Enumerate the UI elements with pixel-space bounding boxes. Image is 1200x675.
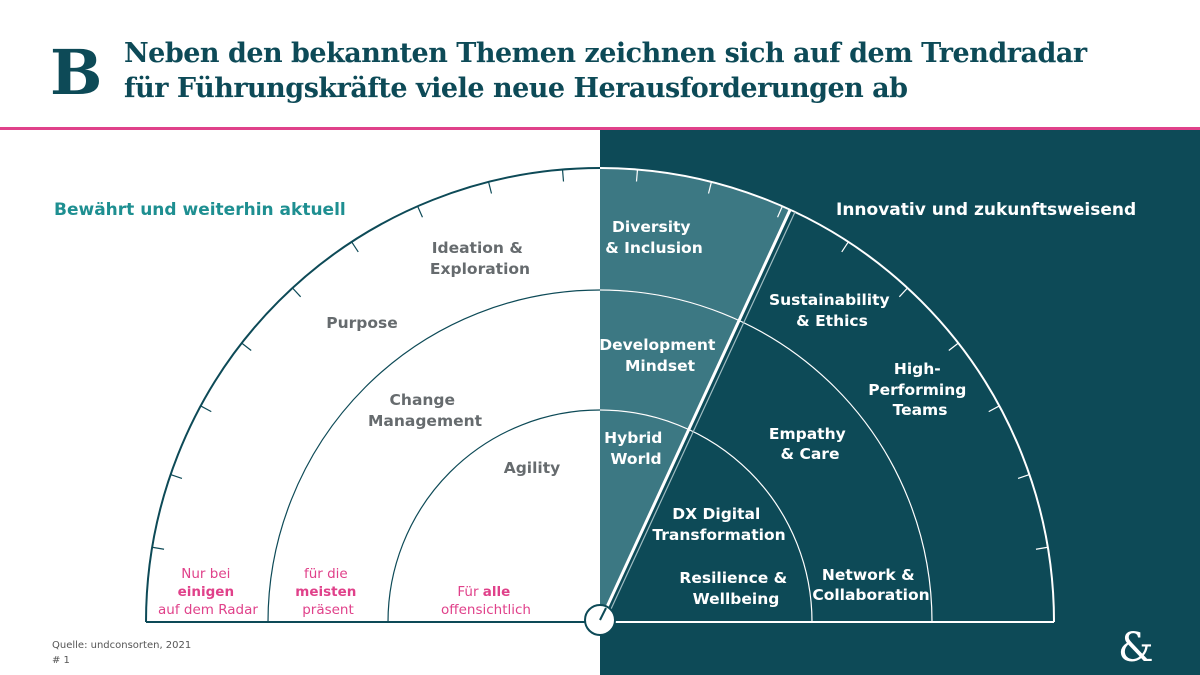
section-label-innovative: Innovativ und zukunftsweisend: [836, 200, 1137, 220]
radar-tick: [292, 287, 302, 298]
topic-empathy: Empathy & Care: [769, 425, 851, 463]
ring-arc-inner-right: [599, 409, 813, 623]
radar-tick: [635, 169, 639, 182]
topic-ideation: Ideation & Exploration: [430, 239, 530, 278]
source-note: Quelle: undconsorten, 2021: [52, 640, 192, 651]
hybrid-sector: [600, 168, 790, 622]
radar-tick: [1035, 546, 1048, 550]
ring-legend-meisten: für die meisten präsent: [295, 566, 360, 618]
topic-dx-digital-transformation: DX Digital Transformation: [652, 505, 785, 544]
radar-tick: [241, 342, 252, 351]
topic-resilience: Resilience & Wellbeing: [679, 569, 792, 608]
radar-tick: [1017, 474, 1030, 480]
radar-tick: [170, 474, 183, 480]
topic-change-management: Change Management: [368, 391, 483, 430]
ring-legend-alle: Für alle offensichtlich: [441, 584, 531, 618]
topic-purpose: Purpose: [326, 314, 398, 332]
radar-ticks: [152, 169, 1048, 550]
radar-divider-shadow: [604, 211, 796, 623]
radar-tick: [898, 287, 908, 298]
page-number: # 1: [52, 655, 70, 666]
topic-development-mindset: Development Mindset: [599, 336, 721, 375]
page-title: Neben den bekannten Themen zeichnen sich…: [124, 36, 1184, 106]
radar-tick: [707, 181, 713, 194]
brand-mark: &: [1118, 625, 1154, 671]
topic-hybrid-world: Hybrid World: [604, 429, 668, 468]
logo-letter: B: [50, 36, 103, 109]
header-divider: [0, 127, 1200, 130]
title-line-1: Neben den bekannten Themen zeichnen sich…: [124, 38, 1087, 69]
header: B Neben den bekannten Themen zeichnen si…: [0, 0, 1200, 130]
radar-tick: [776, 205, 783, 218]
section-label-established: Bewährt und weiterhin aktuell: [54, 200, 346, 220]
topic-network: Network & Collaboration: [812, 566, 929, 604]
topic-diversity: Diversity & Inclusion: [605, 218, 702, 257]
radar-tick: [841, 241, 849, 253]
radar-center-needle: [599, 607, 607, 621]
topic-high-performing-teams: High- Performing Teams: [868, 360, 972, 419]
radar-tick: [561, 169, 565, 182]
radar-tick: [200, 405, 212, 413]
ring-legend-einigen: Nur bei einigen auf dem Radar: [158, 566, 258, 618]
radar-tick: [487, 181, 493, 194]
radar-tick: [351, 241, 359, 253]
radar-tick: [417, 205, 424, 218]
topic-sustainability: Sustainability & Ethics: [769, 291, 895, 330]
ring-arc-outer-right: [599, 167, 1055, 623]
topic-agility: Agility: [504, 459, 561, 477]
radar-tick: [152, 546, 165, 550]
radar-tick: [988, 405, 1000, 413]
ring-arc-middle-right: [599, 289, 933, 623]
radar-divider: [598, 209, 792, 623]
title-line-2: für Führungskräfte viele neue Herausford…: [124, 73, 908, 104]
radar-tick: [948, 342, 959, 351]
